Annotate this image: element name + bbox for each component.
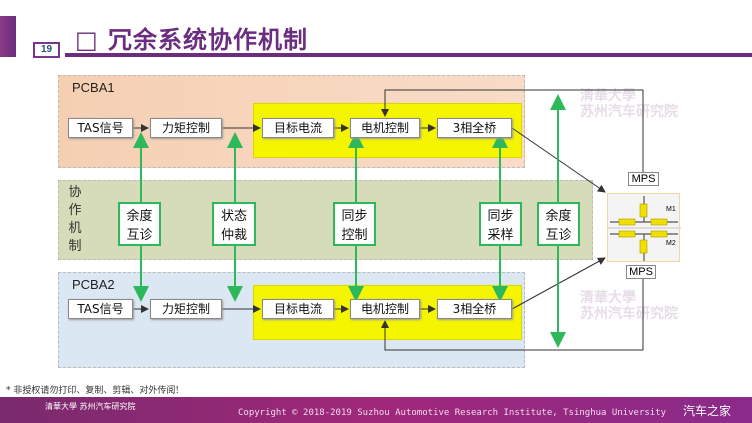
pcba2-motor-control: 电机控制 [350,299,420,319]
page-number: 19 [33,42,60,58]
title-underline [65,53,752,57]
pcba1-torque-control: 力矩控制 [150,118,222,138]
coop-state-arbitration: 状态仲裁 [212,202,256,246]
watermark-logo: 清華大學苏州汽车研究院 [580,88,678,120]
coop-redundancy-diagnosis-1: 余度互诊 [118,202,161,246]
dual-motor: M1 M2 [607,193,681,262]
coop-redundancy-diagnosis-2: 余度互诊 [537,202,580,246]
mps-top: MPS [628,172,659,186]
coop-sync-control: 同步控制 [333,202,376,246]
motor-winding-icon [608,196,681,261]
pcba2-torque-control: 力矩控制 [150,299,222,319]
pcba2-tas-signal: TAS信号 [68,299,133,319]
pcba1-motor-control: 电机控制 [350,118,420,138]
pcba1-tas-signal: TAS信号 [68,118,133,138]
pcba2-target-current: 目标电流 [262,299,334,319]
m1-label: M1 [666,206,676,213]
mps-bottom: MPS [626,265,656,279]
page-title: □ 冗余系统协作机制 [75,26,309,54]
pcba1-target-current: 目标电流 [262,118,334,138]
watermark-logo: 清華大學苏州汽车研究院 [580,290,678,322]
coop-sync-sampling: 同步采样 [479,202,522,246]
left-accent-bar [0,16,16,57]
pcba1-3phase-bridge: 3相全桥 [437,118,512,138]
coop-label: 协作机制 [68,185,82,254]
m2-label: M2 [666,240,676,247]
copyright-note: * 非授权请勿打印、复制、剪辑、对外传阅! [6,386,179,396]
pcba2-label: PCBA2 [72,277,115,292]
footer-logo: 清華大學 苏州汽车研究院 [45,402,136,411]
footer-bar [0,397,752,423]
site-watermark: 汽车之家 [683,404,732,418]
pcba1-label: PCBA1 [72,80,115,95]
footer-copyright: Copyright © 2018-2019 Suzhou Automotive … [238,408,667,418]
pcba2-3phase-bridge: 3相全桥 [437,299,512,319]
